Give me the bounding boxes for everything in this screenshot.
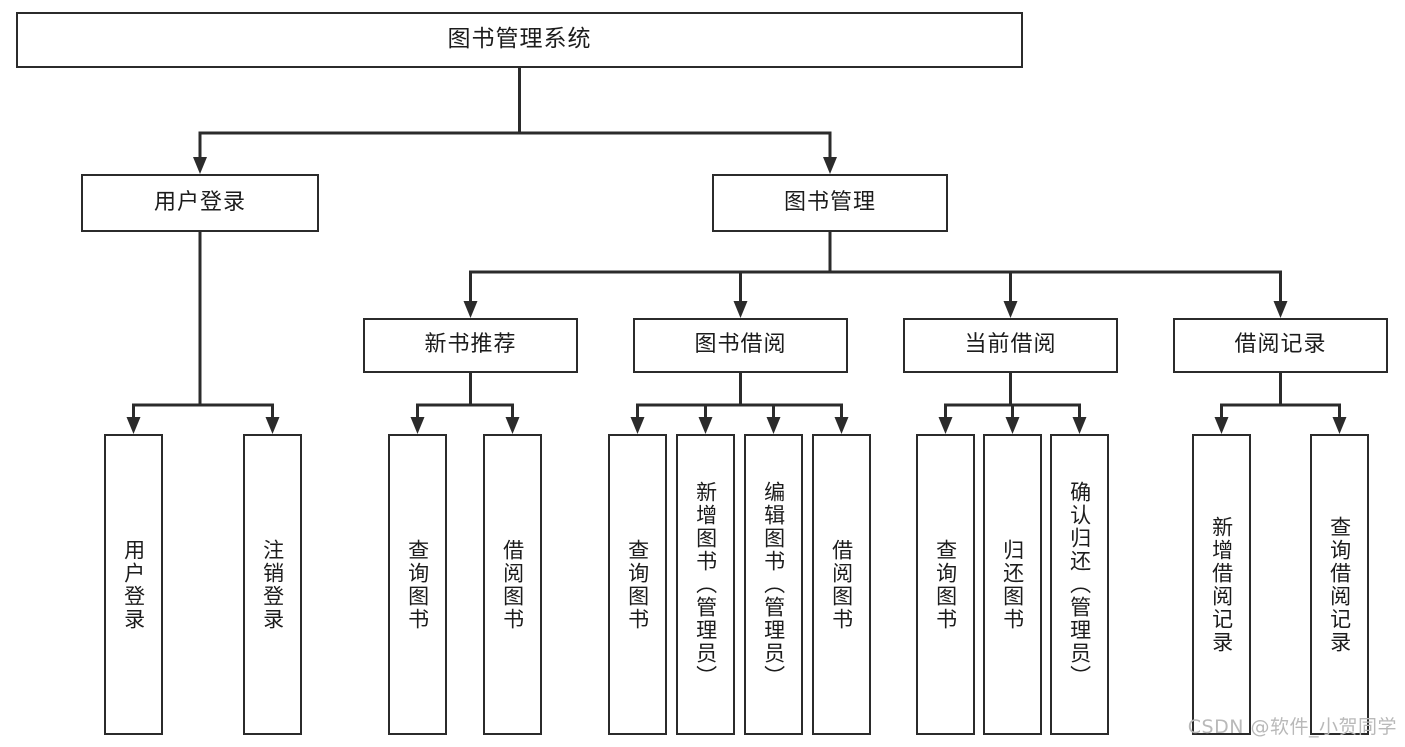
node-book-manage[interactable]: 图书管理: [712, 174, 948, 232]
node-current-borrow[interactable]: 当前借阅: [903, 318, 1118, 373]
node-book-borrow-label: 图书借阅: [694, 332, 787, 358]
node-leaf-return-book-label: 归还图书: [1000, 538, 1025, 631]
node-leaf-edit-book-label: 编辑图书（管理员）: [761, 481, 786, 688]
node-leaf-confirm-return-label: 确认归还（管理员）: [1067, 481, 1092, 688]
node-leaf-borrow-book-2[interactable]: 借阅图书: [812, 434, 871, 735]
node-leaf-query-book-2-label: 查询图书: [625, 538, 650, 631]
node-leaf-add-record-label: 新增借阅记录: [1209, 515, 1234, 654]
node-root-label: 图书管理系统: [447, 26, 592, 53]
node-user-login[interactable]: 用户登录: [81, 174, 319, 232]
node-leaf-user-logout[interactable]: 注销登录: [243, 434, 302, 735]
node-leaf-query-book-3-label: 查询图书: [933, 538, 958, 631]
node-leaf-user-login[interactable]: 用户登录: [104, 434, 163, 735]
node-leaf-borrow-book-1-label: 借阅图书: [500, 538, 525, 631]
node-borrow-record[interactable]: 借阅记录: [1173, 318, 1388, 373]
node-current-borrow-label: 当前借阅: [964, 332, 1057, 358]
node-leaf-user-logout-label: 注销登录: [260, 538, 285, 631]
node-leaf-add-book-label: 新增图书（管理员）: [693, 481, 718, 688]
node-new-book-recommend-label: 新书推荐: [424, 332, 517, 358]
node-leaf-query-record[interactable]: 查询借阅记录: [1310, 434, 1369, 735]
node-leaf-query-record-label: 查询借阅记录: [1327, 515, 1352, 654]
node-user-login-label: 用户登录: [153, 189, 246, 215]
node-leaf-edit-book[interactable]: 编辑图书（管理员）: [744, 434, 803, 735]
node-book-borrow[interactable]: 图书借阅: [633, 318, 848, 373]
node-leaf-user-login-label: 用户登录: [121, 538, 146, 631]
node-borrow-record-label: 借阅记录: [1234, 332, 1327, 358]
node-leaf-add-record[interactable]: 新增借阅记录: [1192, 434, 1251, 735]
node-root[interactable]: 图书管理系统: [16, 12, 1023, 68]
watermark: CSDN @软件_小贺同学: [1187, 716, 1397, 738]
node-leaf-add-book[interactable]: 新增图书（管理员）: [676, 434, 735, 735]
node-book-manage-label: 图书管理: [783, 189, 876, 215]
node-leaf-borrow-book-1[interactable]: 借阅图书: [483, 434, 542, 735]
node-leaf-confirm-return[interactable]: 确认归还（管理员）: [1050, 434, 1109, 735]
node-new-book-recommend[interactable]: 新书推荐: [363, 318, 578, 373]
node-leaf-query-book-3[interactable]: 查询图书: [916, 434, 975, 735]
node-leaf-return-book[interactable]: 归还图书: [983, 434, 1042, 735]
node-leaf-borrow-book-2-label: 借阅图书: [829, 538, 854, 631]
node-leaf-query-book-1[interactable]: 查询图书: [388, 434, 447, 735]
node-leaf-query-book-2[interactable]: 查询图书: [608, 434, 667, 735]
node-leaf-query-book-1-label: 查询图书: [405, 538, 430, 631]
